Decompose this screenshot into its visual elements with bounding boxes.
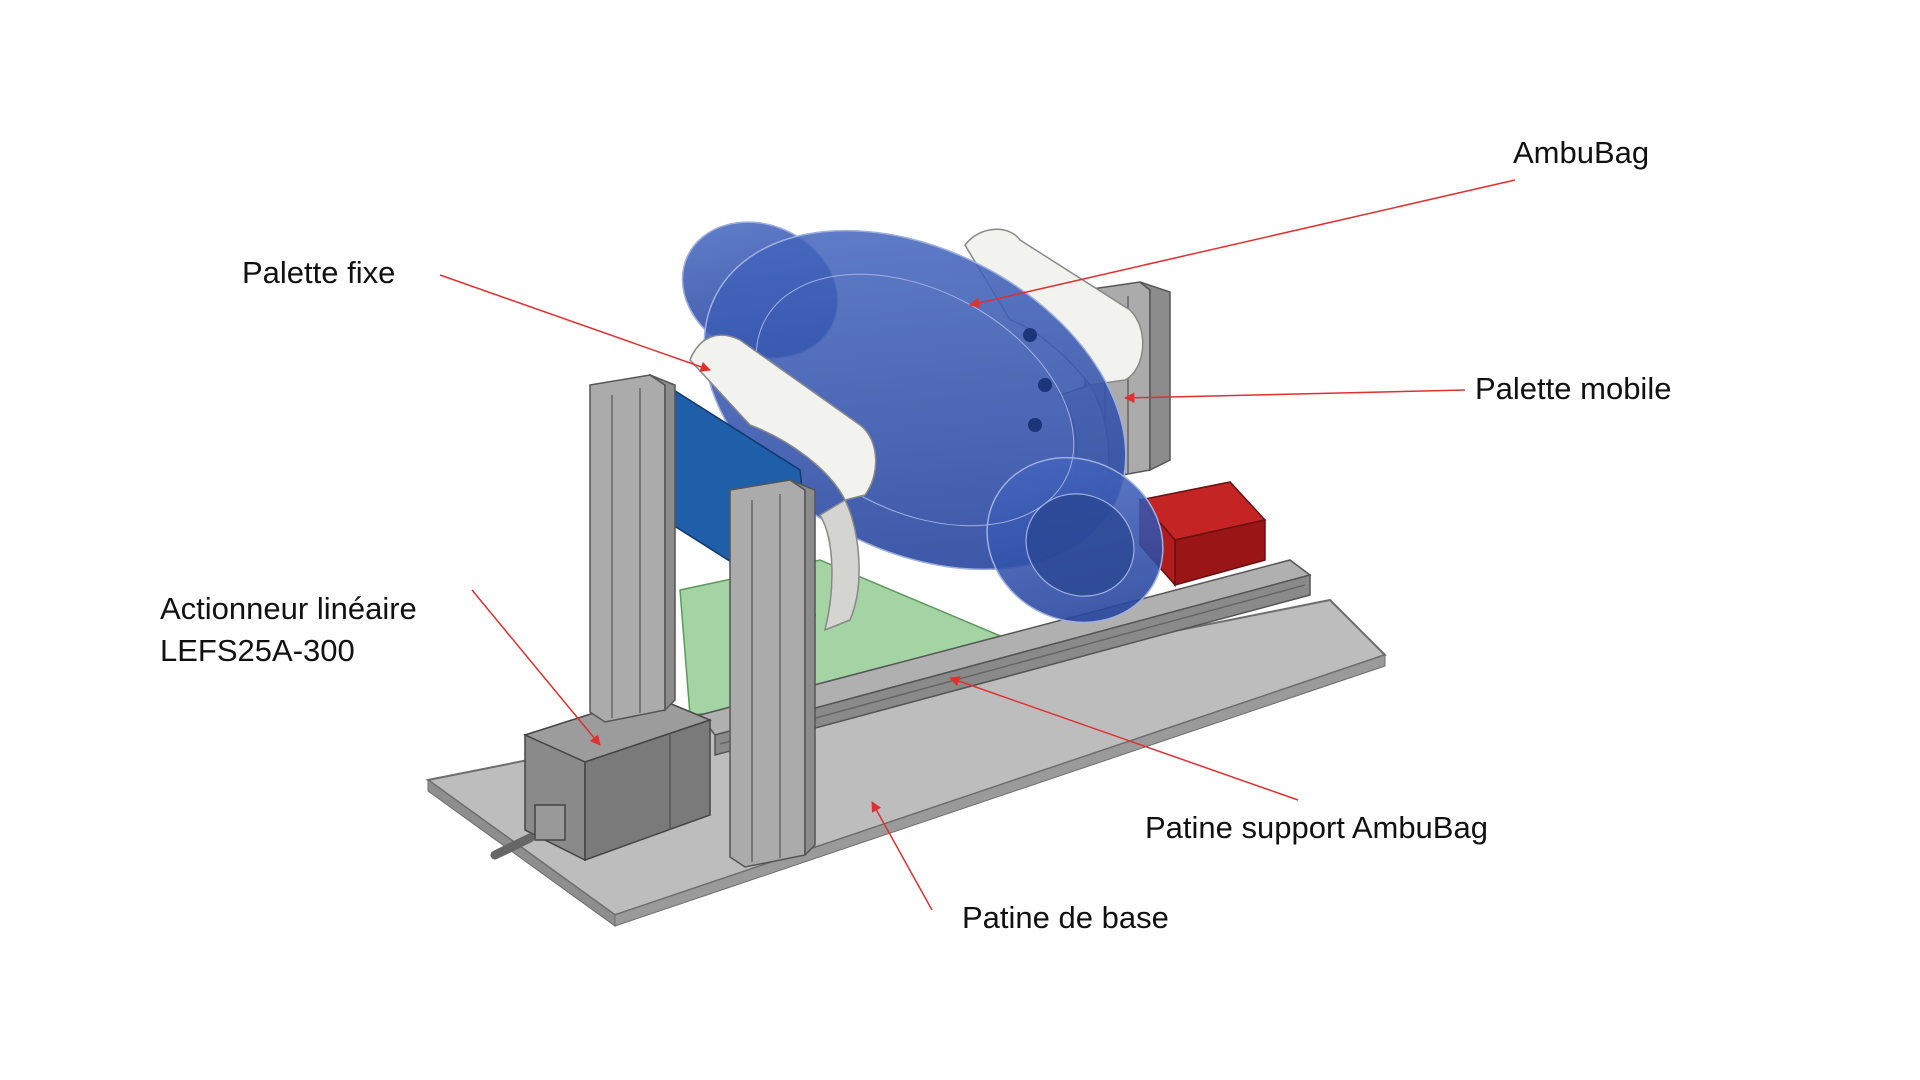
ambubag: [681, 221, 1164, 624]
front-posts: [589, 374, 816, 868]
leader-ambubag: [968, 179, 1516, 309]
label-palette-fixe: Palette fixe: [242, 255, 396, 290]
label-ambubag: AmbuBag: [1513, 135, 1650, 170]
fixed-paddle: [689, 334, 877, 632]
leader-actionneur: [471, 589, 601, 746]
label-patine-base: Patine de base: [962, 900, 1169, 935]
linear-actuator-rail: [698, 559, 1312, 756]
leader-patine-support: [949, 676, 1299, 801]
label-patine-support: Patine support AmbuBag: [1145, 810, 1488, 845]
label-actionneur-line2: LEFS25A-300: [160, 633, 355, 668]
leader-palette-fixe: [439, 274, 711, 372]
actuator-motor: [490, 694, 713, 862]
base-plate: [425, 598, 1387, 927]
leader-patine-base: [871, 801, 933, 911]
label-palette-mobile: Palette mobile: [1475, 371, 1672, 406]
leader-palette-mobile: [1123, 389, 1466, 404]
label-actionneur-line1: Actionneur linéaire: [160, 591, 417, 626]
leader-lines: [439, 179, 1516, 911]
